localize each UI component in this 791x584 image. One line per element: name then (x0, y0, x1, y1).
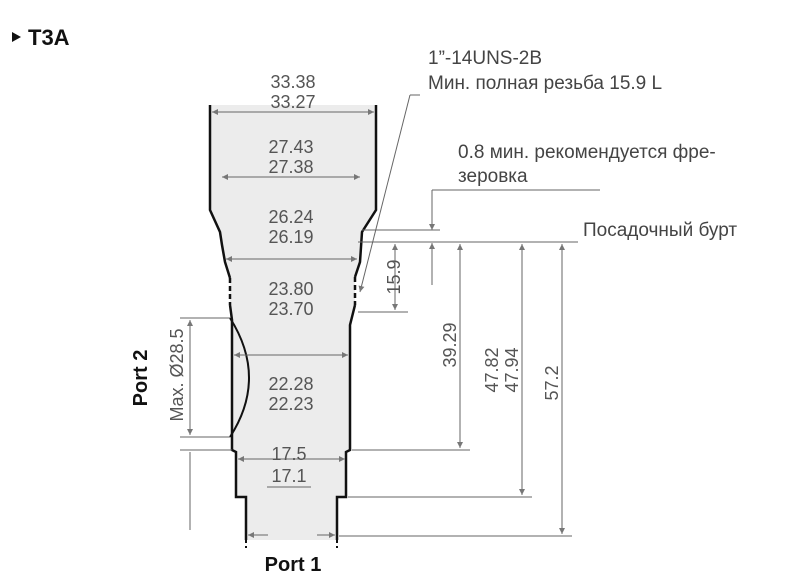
diameter-arrows (212, 109, 374, 538)
milling-note-line1: 0.8 мин. рекомендуется фре- (458, 142, 716, 163)
milling-note-line2: зеровка (458, 166, 528, 187)
port1-label: Port 1 (265, 554, 322, 576)
thread-note-line2: Мин. полная резьба 15.9 L (428, 73, 662, 94)
diameter-6-min: 17.1 (271, 466, 306, 486)
diameter-1-min: 33.27 (270, 92, 315, 112)
port2-arc (229, 317, 250, 438)
port2-label: Port 2 (130, 350, 152, 407)
cavity-profile (210, 105, 376, 540)
diameter-3-min: 26.19 (268, 227, 313, 247)
thread-dashed (228, 277, 357, 305)
port1-dashes (245, 540, 338, 548)
diameter-2-max: 27.43 (268, 137, 313, 157)
port2-max-diameter: Max. Ø28.5 (167, 328, 187, 421)
diameter-4-min: 23.70 (268, 299, 313, 319)
thread-note-line1: 1”-14UNS-2B (428, 48, 542, 69)
cavity-right-wall (335, 105, 378, 540)
depth-39-29: 39.29 (440, 322, 460, 367)
depth-57-2: 57.2 (542, 365, 562, 400)
diameter-5-max: 22.28 (268, 374, 313, 394)
depth-47-82: 47.82 (482, 347, 502, 392)
diameter-1-max: 33.38 (270, 72, 315, 92)
diameter-5-min: 22.23 (268, 394, 313, 414)
depth-15-9: 15.9 (384, 259, 404, 294)
seat-note: Посадочный бурт (583, 220, 737, 241)
diameter-2-min: 27.38 (268, 157, 313, 177)
title: T3A (28, 25, 70, 50)
depth-47-94: 47.94 (502, 347, 522, 392)
title-triangle-icon (12, 32, 21, 42)
diameter-6-max: 17.5 (271, 444, 306, 464)
depth-dimensions (180, 94, 600, 537)
diameter-3-max: 26.24 (268, 207, 313, 227)
diameter-4-max: 23.80 (268, 279, 313, 299)
